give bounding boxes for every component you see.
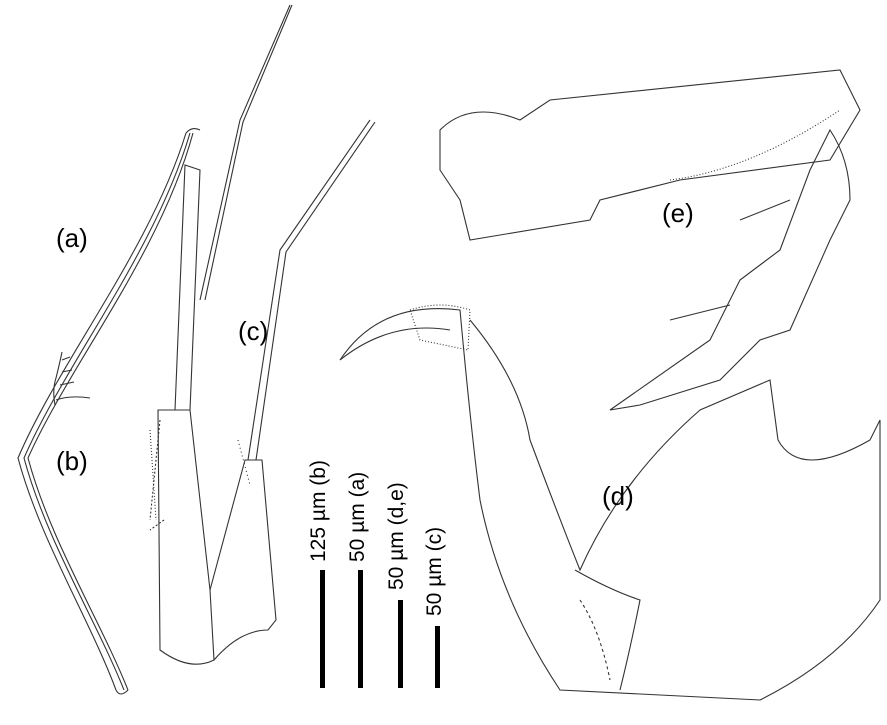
scale-bar-50-de [398, 600, 403, 688]
panel-label-d: (d) [602, 481, 634, 511]
panel-label-b: (b) [56, 446, 88, 476]
panel-label-e: (e) [662, 198, 694, 228]
panel-label-c: (c) [238, 316, 269, 346]
drawing-c-appendage [149, 4, 376, 665]
scale-label-125-b: 125 µm (b) [307, 460, 330, 562]
panel-label-a: (a) [56, 223, 88, 253]
drawing-e-appendage [439, 69, 861, 411]
scale-label-50-de: 50 µm (d,e) [385, 482, 408, 590]
scale-bar-125-b [320, 570, 325, 688]
drawing-a-seta [17, 127, 201, 695]
scale-bar-50-a [358, 570, 363, 688]
drawing-b-seta [53, 351, 91, 406]
drawing-d-claw [339, 304, 881, 701]
scale-label-50-c: 50 µm (c) [423, 526, 446, 616]
scale-label-50-a: 50 µm (a) [346, 471, 369, 562]
scale-bar-50-c [435, 626, 440, 688]
